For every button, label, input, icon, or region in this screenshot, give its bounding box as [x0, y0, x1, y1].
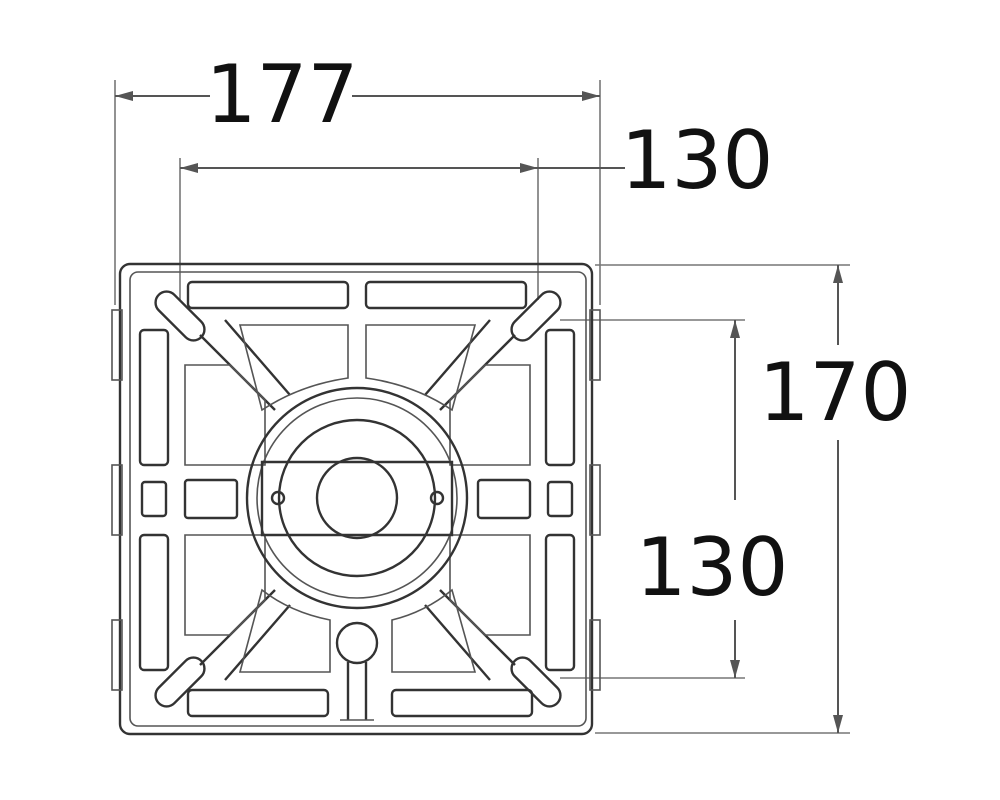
hole-spacing-y-label: 130: [636, 521, 789, 614]
corner-hole-bottom-left: [154, 656, 206, 708]
corner-hole-bottom-right: [510, 656, 562, 708]
dimension-overall-width: 177: [114, 48, 601, 305]
overall-width-label: 177: [206, 48, 359, 141]
hole-spacing-x-label: 130: [621, 114, 774, 207]
dimension-overall-height: 170: [595, 264, 912, 734]
base-plate: [111, 262, 601, 736]
dimension-hole-spacing-x: 130: [179, 114, 774, 300]
overall-height-label: 170: [759, 346, 912, 439]
corner-hole-top-right: [510, 290, 562, 342]
dimension-hole-spacing-y: 130: [560, 319, 789, 679]
